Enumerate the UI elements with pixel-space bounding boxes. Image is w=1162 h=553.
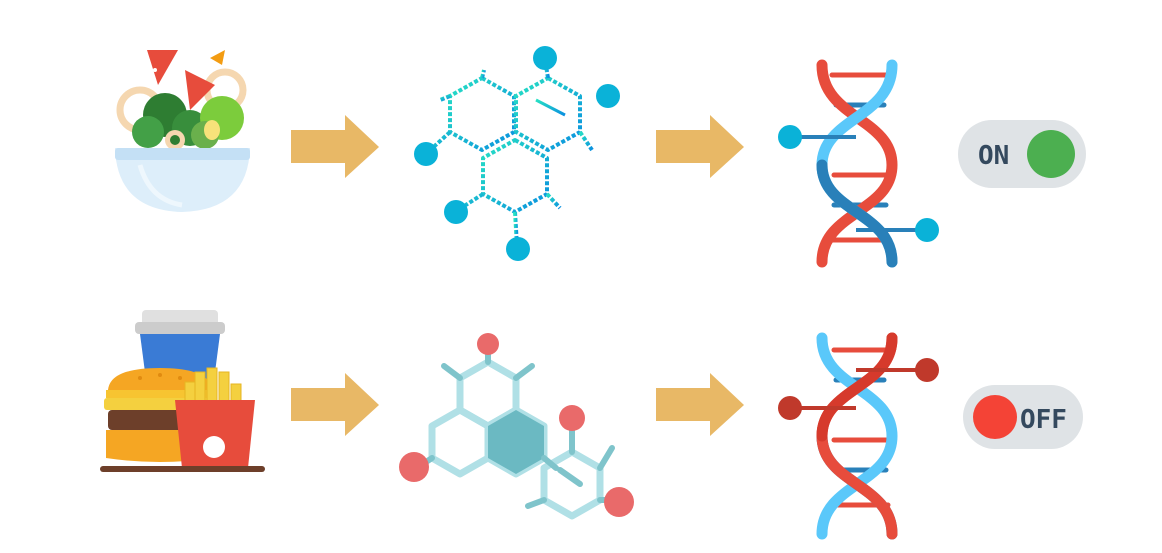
on-switch[interactable]: ON [958,120,1086,188]
off-label: OFF [1020,405,1067,435]
arrow-icon [656,115,744,178]
arrow-icon [291,373,379,436]
arrow-icon [291,115,379,178]
off-switch[interactable]: OFF [963,385,1083,449]
blue-hexagon-molecule-icon [414,46,620,261]
switch-knob [1027,130,1075,178]
on-label: ON [978,141,1009,171]
dna-helix-red-icon [778,332,939,540]
arrow-icon [656,373,744,436]
teal-red-molecule-icon [399,333,634,520]
fast-food-icon [100,310,265,472]
salad-icon [115,50,250,212]
dna-helix-blue-red-icon [778,59,939,268]
switch-knob [973,395,1017,439]
